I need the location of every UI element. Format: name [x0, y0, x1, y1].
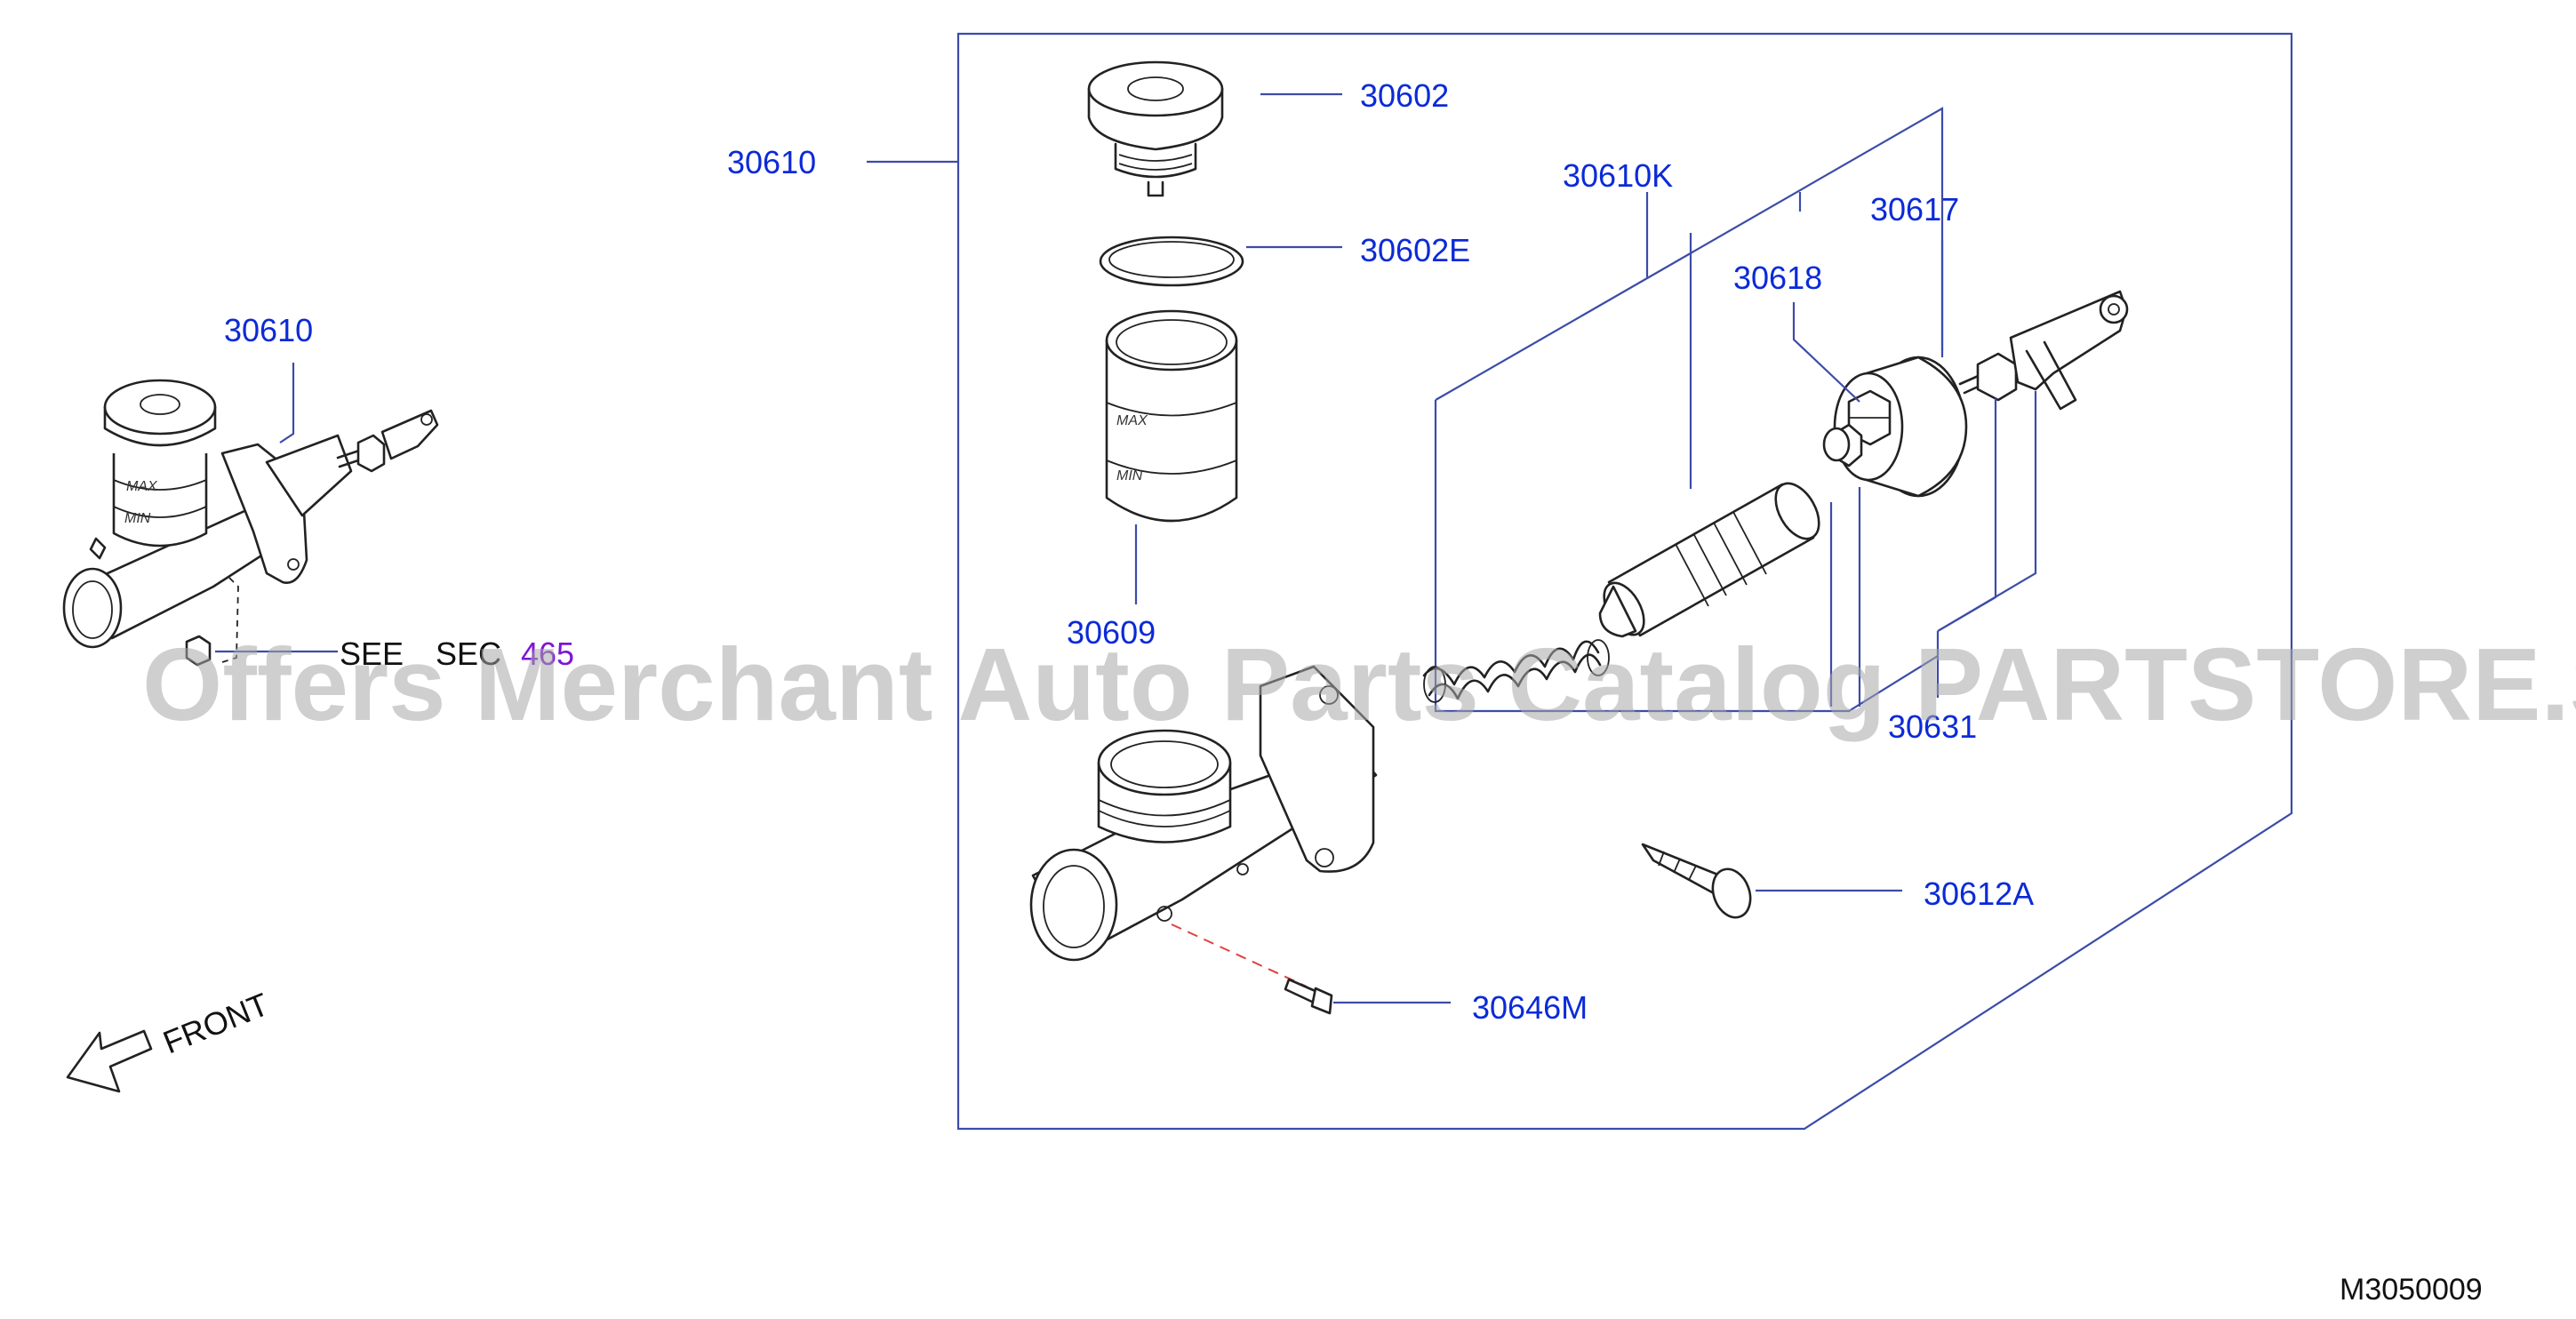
leader-push-rod	[1829, 391, 2037, 707]
callout-bleeder-screw[interactable]: 30646M	[1472, 989, 1588, 1026]
sec-label: SEC	[436, 636, 501, 672]
nut-part	[1822, 389, 1892, 468]
return-spring-part	[1422, 639, 1610, 703]
overview-min-mark: MIN	[124, 511, 151, 526]
max-mark: MAX	[1116, 413, 1148, 428]
overview-max-mark: MAX	[126, 479, 158, 494]
diagram-code: M3050009	[2340, 1273, 2483, 1307]
callout-reservoir-tank[interactable]: 30609	[1067, 614, 1156, 651]
sec-reference-link[interactable]: 465	[521, 636, 574, 672]
leader-overview-assembly	[279, 363, 295, 444]
see-label: SEE	[340, 636, 404, 672]
leader-nut	[1792, 302, 1860, 403]
overview-master-cylinder-part: MAX MIN	[62, 379, 439, 667]
reservoir-tank-part: MAX MIN	[1105, 309, 1238, 523]
bleeder-dash-line	[1171, 923, 1308, 987]
front-label: FRONT	[158, 986, 274, 1060]
front-arrow-icon	[66, 1029, 153, 1093]
watermark-text: Offers Merchant Auto Parts Catalog PARTS…	[142, 627, 2576, 742]
piston-part	[1598, 482, 1820, 638]
callout-push-rod[interactable]: 30631	[1888, 708, 1977, 745]
master-cylinder-body-part	[1029, 665, 1378, 962]
bleeder-screw-part	[1284, 978, 1333, 1015]
callout-screw[interactable]: 30612A	[1924, 875, 2034, 912]
min-mark: MIN	[1116, 468, 1143, 484]
screw-part	[1641, 843, 1752, 919]
cap-gasket-part	[1099, 236, 1244, 287]
callout-main-assembly[interactable]: 30610	[727, 144, 816, 180]
reservoir-cap-part	[1087, 60, 1224, 197]
callout-repair-kit[interactable]: 30610K	[1563, 157, 1673, 194]
callout-boot[interactable]: 30617	[1870, 191, 1959, 228]
callout-nut[interactable]: 30618	[1733, 260, 1822, 296]
push-rod-part	[1958, 290, 2129, 411]
callout-cap-gasket[interactable]: 30602E	[1360, 232, 1470, 268]
assembly-frame	[956, 32, 2293, 1131]
callout-overview-assembly[interactable]: 30610	[224, 312, 313, 348]
callout-reservoir-cap[interactable]: 30602	[1360, 77, 1449, 114]
